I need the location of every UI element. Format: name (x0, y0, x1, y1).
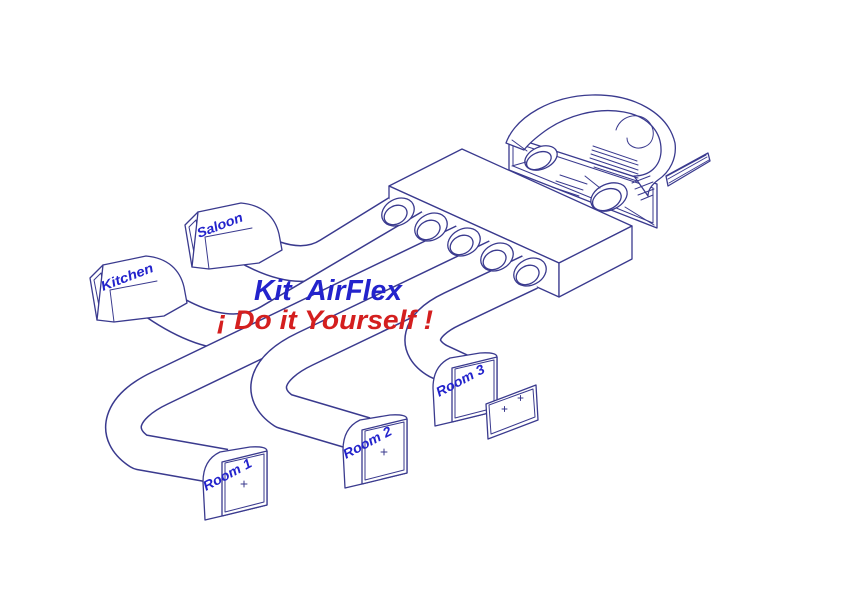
detached-grille-frame (485, 384, 539, 440)
title-product: Kit AirFlex (254, 275, 404, 307)
collar-2-inner (416, 219, 441, 241)
vent-room-2: Room 2 (340, 414, 408, 489)
vent-saloon: Saloon (184, 202, 283, 270)
saloon-body (191, 202, 283, 270)
port-collar-1 (381, 197, 415, 227)
room-1-grille-slats (224, 453, 265, 513)
collar-1-inner (383, 204, 408, 226)
vent-kitchen: Kitchen (89, 255, 188, 323)
speed-lines (551, 174, 588, 197)
outlet-1-inner-ring (525, 150, 552, 171)
duct-room-1 (105, 225, 473, 486)
end-flange-grille (665, 152, 711, 187)
collar-3-inner (449, 234, 474, 256)
collar-4-inner (482, 249, 507, 271)
kitchen-body-crease (109, 280, 158, 323)
room-2-screw-mark (380, 448, 388, 456)
detached-grille-screw-marks (501, 395, 524, 412)
port-collars (381, 197, 547, 287)
duct-room-3 (404, 255, 538, 391)
exhaust-duct-mouth-grille (631, 175, 655, 201)
title-slogan: ¡ Do it Yourself ! (217, 305, 433, 335)
duct-room-1-body (106, 226, 472, 484)
port-collar-2 (414, 212, 448, 242)
outlet-hole-1 (524, 145, 558, 171)
room-2-grille-slats (364, 421, 405, 481)
port-collar-3 (447, 227, 481, 257)
exterior-assembly (505, 94, 711, 229)
kitchen-body (96, 255, 188, 323)
outlet-2-inner-ring (591, 187, 622, 212)
end-flange-hatch (666, 154, 710, 184)
duct-room-2 (250, 240, 505, 453)
port-collar-4 (480, 242, 514, 272)
port-collar-5 (513, 257, 547, 287)
louver-grille (589, 145, 639, 182)
room-1-screw-mark (240, 480, 248, 488)
exhaust-duct (505, 94, 676, 197)
outlet-hole-2 (590, 182, 628, 212)
detached-grille-slats (488, 388, 536, 435)
mounting-panel-inner-frame (512, 141, 654, 224)
duct-room-3-body (405, 256, 538, 390)
duct-room-2-body (251, 241, 505, 452)
saloon-body-crease (204, 227, 253, 270)
vent-room-1: Room 1 (200, 446, 268, 521)
corner-rays (511, 139, 655, 226)
collar-5-inner (515, 264, 540, 286)
plenum-right-face (558, 225, 633, 298)
grille-room-3-detached (485, 384, 539, 440)
exhaust-duct-end-curl (615, 115, 654, 149)
